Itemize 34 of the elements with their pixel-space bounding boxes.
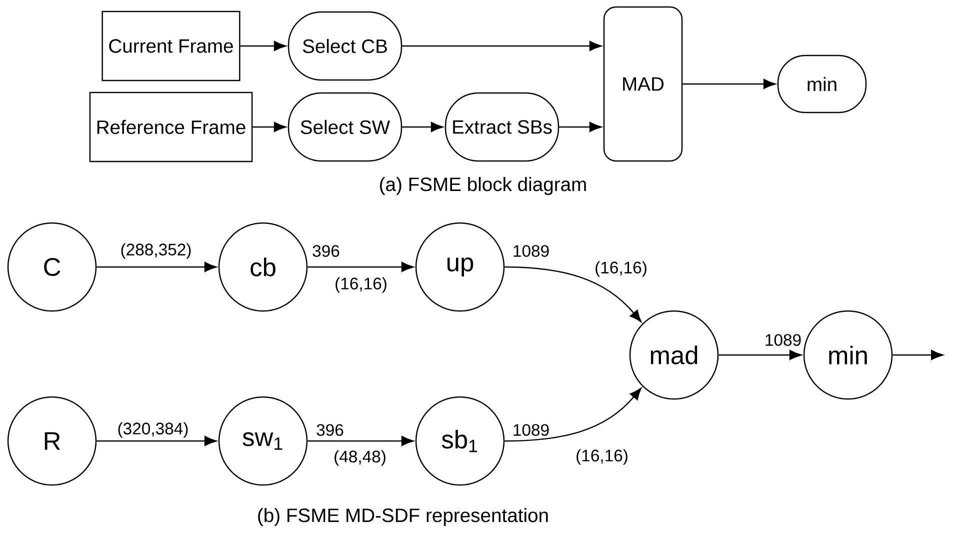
- arrow: [308, 262, 414, 272]
- edge-label: (320,384): [116, 420, 190, 440]
- rate-label: (16,16): [336, 277, 386, 293]
- edge-label: 396: [310, 243, 342, 259]
- process-box: Select CB: [288, 11, 402, 81]
- rate-label: (16,16): [576, 449, 628, 465]
- arrow: [718, 350, 802, 360]
- arrow: [240, 40, 286, 52]
- arrow: [559, 122, 602, 132]
- process-box: Reference Frame: [89, 92, 253, 162]
- edge-label: 1089: [762, 332, 804, 348]
- edge-label: 1089: [510, 422, 552, 438]
- process-box: Extract SBs: [444, 92, 560, 162]
- edge-label: (288,352): [118, 241, 194, 261]
- arrow: [504, 388, 642, 442]
- process-box: MAD: [603, 6, 683, 162]
- edge-label: 396: [314, 422, 346, 438]
- arrow: [402, 122, 444, 132]
- arrow: [892, 350, 944, 360]
- arrow: [96, 436, 217, 446]
- process-box: Current Frame: [102, 10, 240, 82]
- arrow: [402, 40, 602, 52]
- process-box: min: [777, 54, 867, 114]
- rate-label: (16,16): [596, 261, 646, 277]
- rate-label: (48,48): [334, 450, 386, 466]
- caption: (a) FSME block diagram: [380, 177, 586, 195]
- arrow: [252, 122, 286, 132]
- arrow: [682, 78, 776, 89]
- process-box: Select SW: [288, 92, 402, 162]
- arrow: [96, 262, 217, 272]
- arrow: [308, 436, 414, 446]
- edge-label: 1089: [510, 243, 552, 259]
- caption: (b) FSME MD-SDF representation: [258, 508, 548, 526]
- arrow: [504, 266, 642, 322]
